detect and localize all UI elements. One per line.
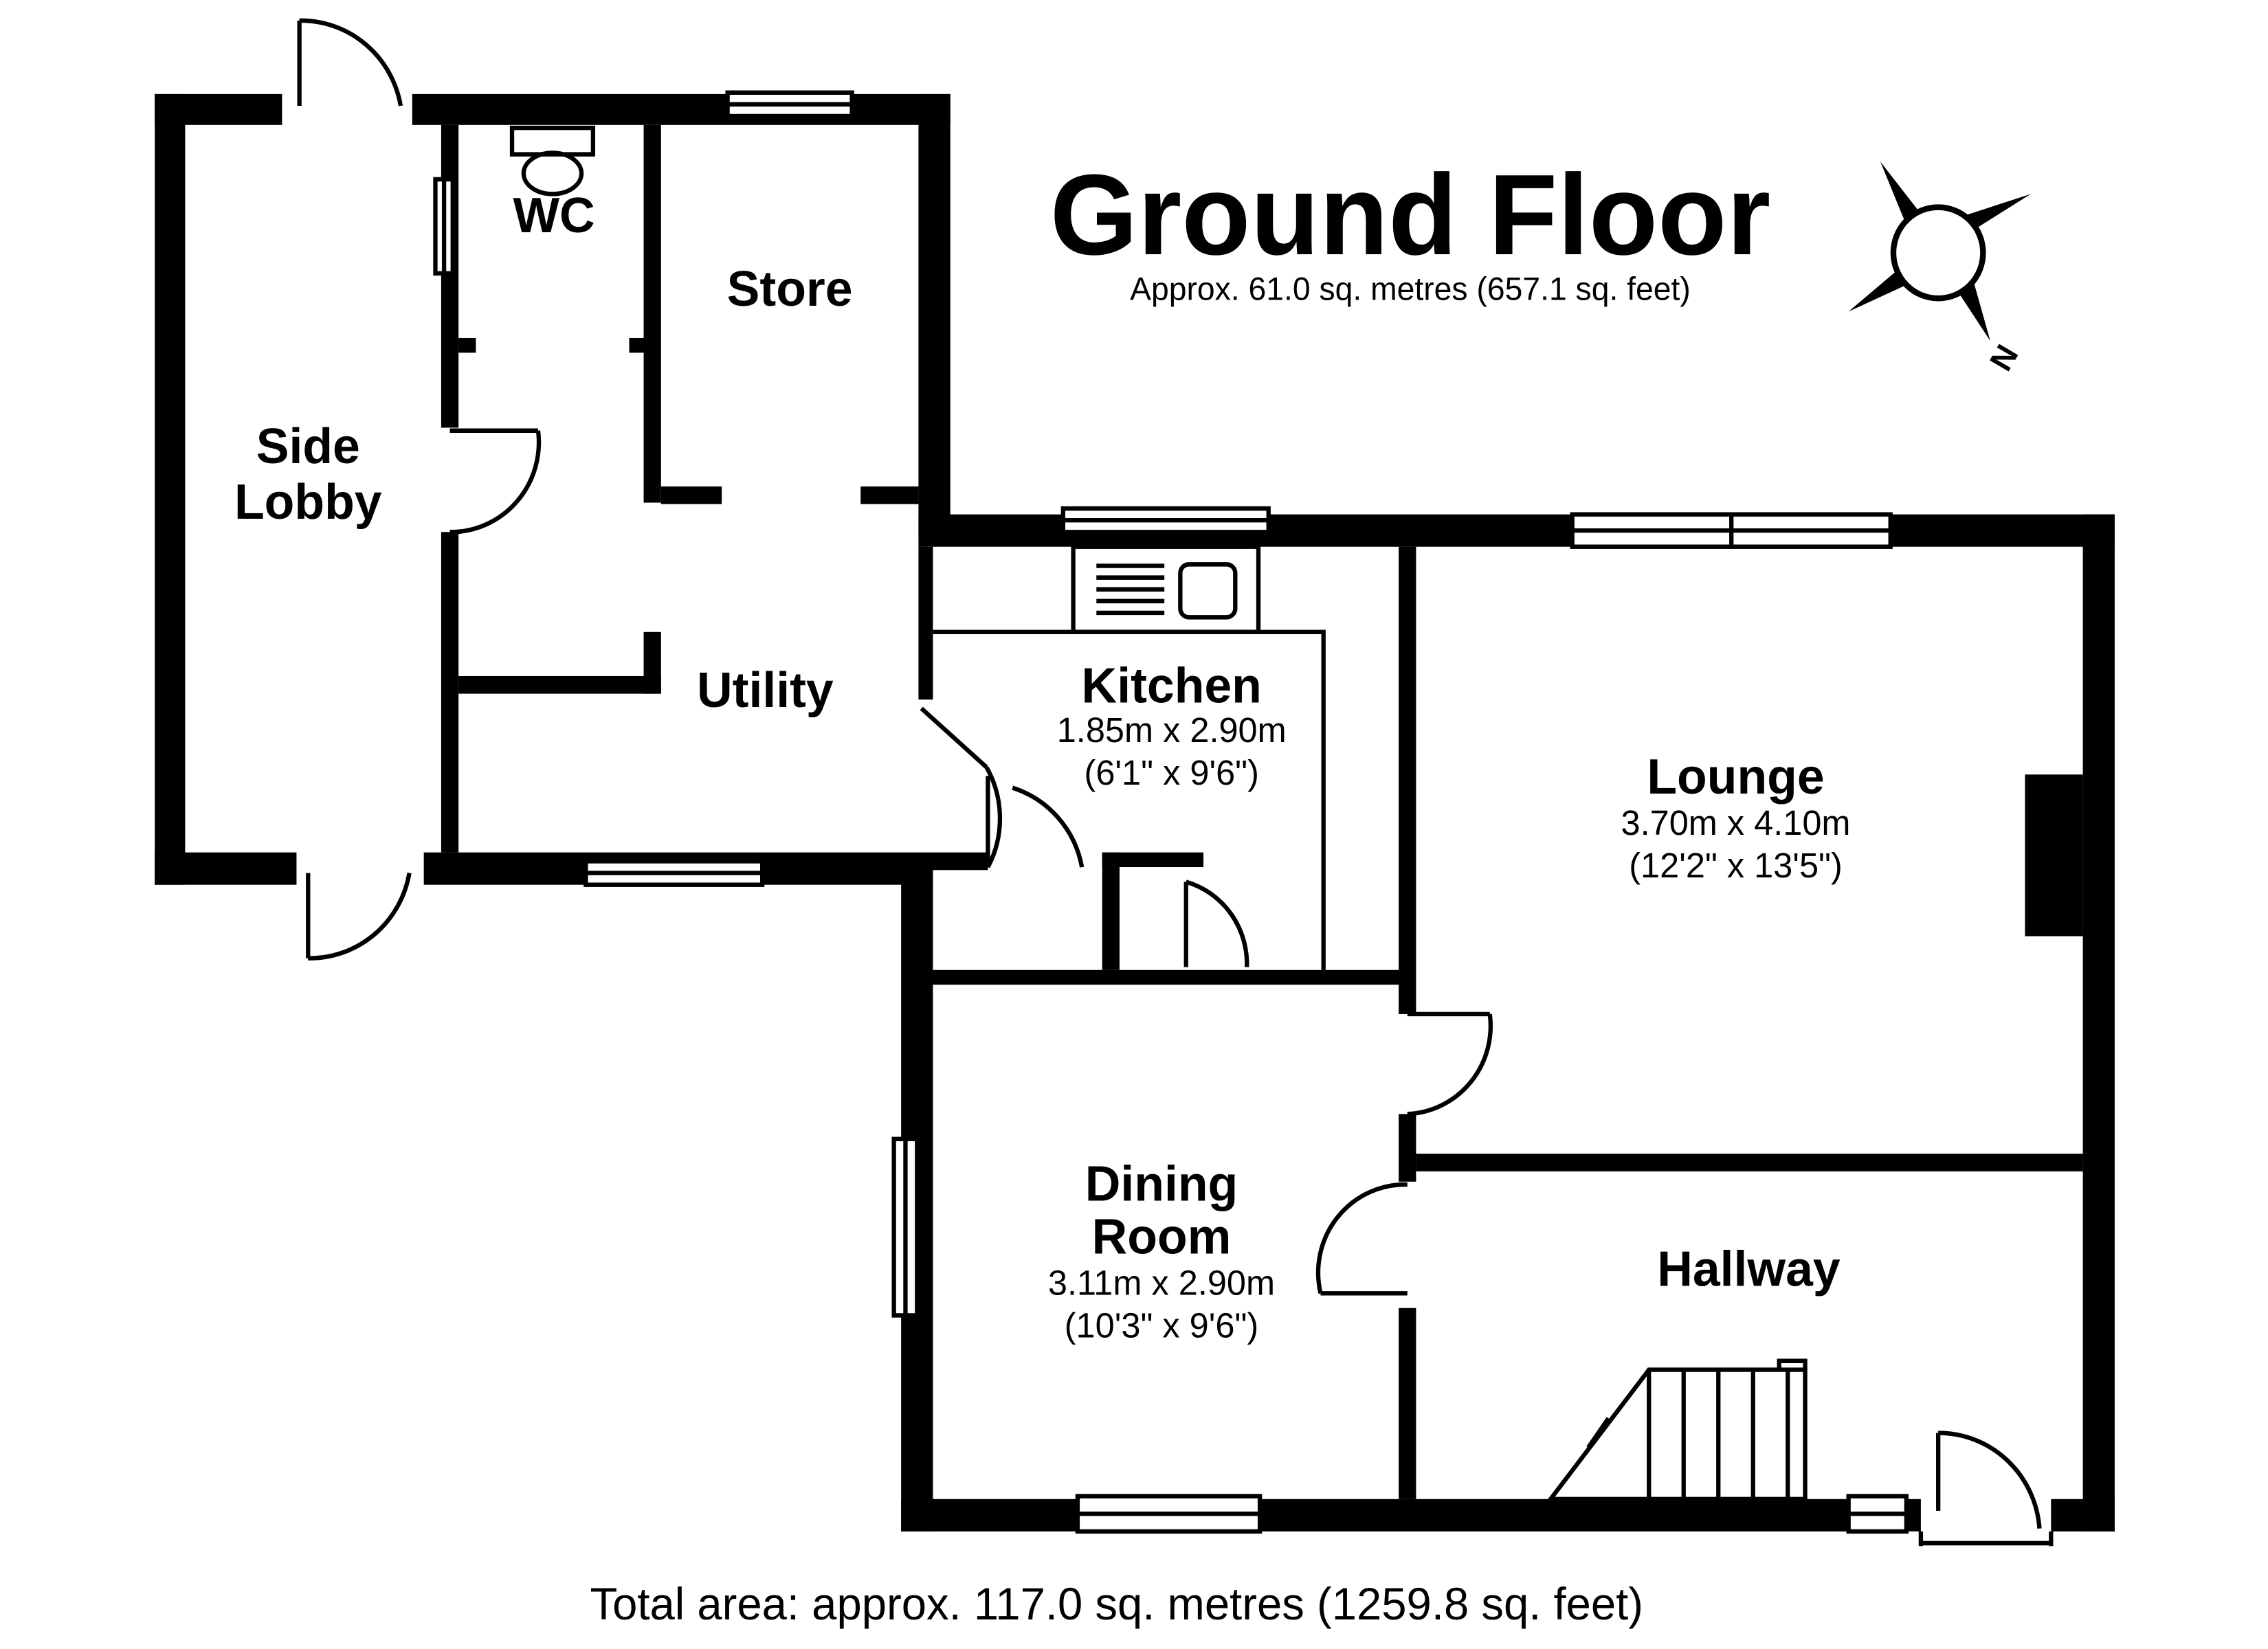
lounge-metric: 3.70m x 4.10m bbox=[1621, 803, 1851, 842]
room-utility: Utility bbox=[697, 662, 834, 718]
dining-imperial: (10'3" x 9'6") bbox=[1065, 1305, 1258, 1345]
room-wc: WC bbox=[513, 188, 594, 243]
compass-north-label: N bbox=[1983, 339, 2025, 377]
sink-icon bbox=[1178, 562, 1238, 620]
staircase-icon bbox=[1546, 1358, 1808, 1502]
room-store: Store bbox=[727, 261, 853, 317]
room-lounge: Lounge bbox=[1647, 750, 1824, 805]
kitchen-imperial: (6'1" x 9'6") bbox=[1085, 753, 1259, 792]
floor-area: Approx. 61.0 sq. metres (657.1 sq. feet) bbox=[1130, 271, 1691, 306]
total-area: Total area: approx. 117.0 sq. metres (12… bbox=[590, 1578, 1643, 1630]
room-side-lobby-line2: Lobby bbox=[234, 475, 382, 530]
lounge-imperial: (12'2" x 13'5") bbox=[1629, 846, 1843, 885]
kitchen-units bbox=[933, 544, 1326, 970]
room-kitchen: Kitchen bbox=[1082, 658, 1262, 714]
compass-icon bbox=[1848, 161, 2031, 341]
room-side-lobby-line1: Side bbox=[256, 418, 360, 474]
toilet-icon bbox=[509, 125, 596, 197]
room-hallway: Hallway bbox=[1657, 1242, 1840, 1297]
dining-metric: 3.11m x 2.90m bbox=[1048, 1263, 1275, 1302]
doors bbox=[297, 18, 2054, 1547]
partitions bbox=[441, 124, 2083, 1499]
room-dining-line2: Room bbox=[1092, 1209, 1232, 1265]
room-dining-line1: Dining bbox=[1085, 1156, 1238, 1212]
windows bbox=[433, 90, 1909, 1534]
plan-title: Ground Floor bbox=[1050, 151, 1771, 279]
walls bbox=[155, 93, 2115, 1532]
kitchen-metric: 1.85m x 2.90m bbox=[1057, 710, 1287, 750]
